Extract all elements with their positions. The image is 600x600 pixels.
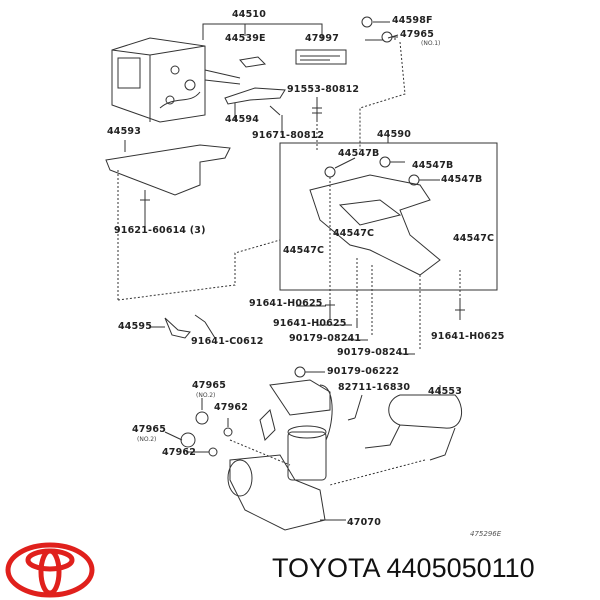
bolt-91553 — [312, 97, 322, 120]
label-91553-80812: 91553-80812 — [287, 84, 360, 95]
label-44598F: 44598F — [392, 15, 433, 26]
label-no2: (NO.2) — [137, 436, 157, 443]
label-91641-H0625: 91641-H0625 — [249, 298, 323, 309]
grommet-44598F — [361, 16, 373, 28]
leader-44510 — [202, 23, 323, 40]
label-44593: 44593 — [107, 126, 142, 137]
label-91641-H0625: 91641-H0625 — [431, 331, 505, 342]
label-plate-47997 — [295, 49, 347, 65]
label-47962: 47962 — [162, 447, 197, 458]
label-no2: (NO.2) — [196, 392, 216, 399]
label-44547B: 44547B — [412, 160, 454, 171]
toyota-logo — [5, 542, 95, 598]
label-91641-C0612: 91641-C0612 — [191, 336, 264, 347]
label-90179-08241: 90179-08241 — [337, 347, 410, 358]
label-47070: 47070 — [347, 517, 382, 528]
label-44547C: 44547C — [453, 233, 495, 244]
harness-44553 — [364, 394, 463, 461]
label-44595: 44595 — [118, 321, 153, 332]
label-44590: 44590 — [377, 129, 412, 140]
label-44553: 44553 — [428, 386, 463, 397]
part-44539E — [239, 56, 267, 68]
diagram-reference: 475296E — [470, 530, 502, 538]
label-91671-80812: 91671-80812 — [252, 130, 325, 141]
label-44547B: 44547B — [338, 148, 380, 159]
label-47965-no1: 47965 — [400, 29, 435, 40]
bracket-44595 — [164, 317, 191, 339]
label-44539E: 44539E — [225, 33, 266, 44]
label-82711-16830: 82711-16830 — [338, 382, 411, 393]
label-44594: 44594 — [225, 114, 260, 125]
label-91621-60614: 91621-60614 (3) — [114, 225, 206, 236]
brand-part-number: TOYOTA 4405050110 — [272, 553, 535, 583]
label-90179-08241: 90179-08241 — [289, 333, 362, 344]
label-91641-H0625: 91641-H0625 — [273, 318, 347, 329]
label-44547C: 44547C — [283, 245, 325, 256]
label-47965-no2: 47965 — [192, 380, 227, 391]
pump-motor-47070 — [227, 379, 346, 531]
bracket-44594 — [224, 87, 286, 105]
label-44510: 44510 — [232, 9, 267, 20]
label-44547C: 44547C — [333, 228, 375, 239]
label-47962: 47962 — [214, 402, 249, 413]
label-44547B: 44547B — [441, 174, 483, 185]
bracket-44593 — [105, 144, 231, 196]
sensor-82711 — [347, 394, 363, 421]
label-47965-no2: 47965 — [132, 424, 167, 435]
abs-actuator-unit — [111, 37, 241, 123]
label-no1: (NO.1) — [421, 40, 441, 47]
label-90179-06222: 90179-06222 — [327, 366, 400, 377]
bracket-44590 — [309, 174, 441, 276]
nut-90179-06222 — [294, 366, 306, 378]
label-47997: 47997 — [305, 33, 340, 44]
